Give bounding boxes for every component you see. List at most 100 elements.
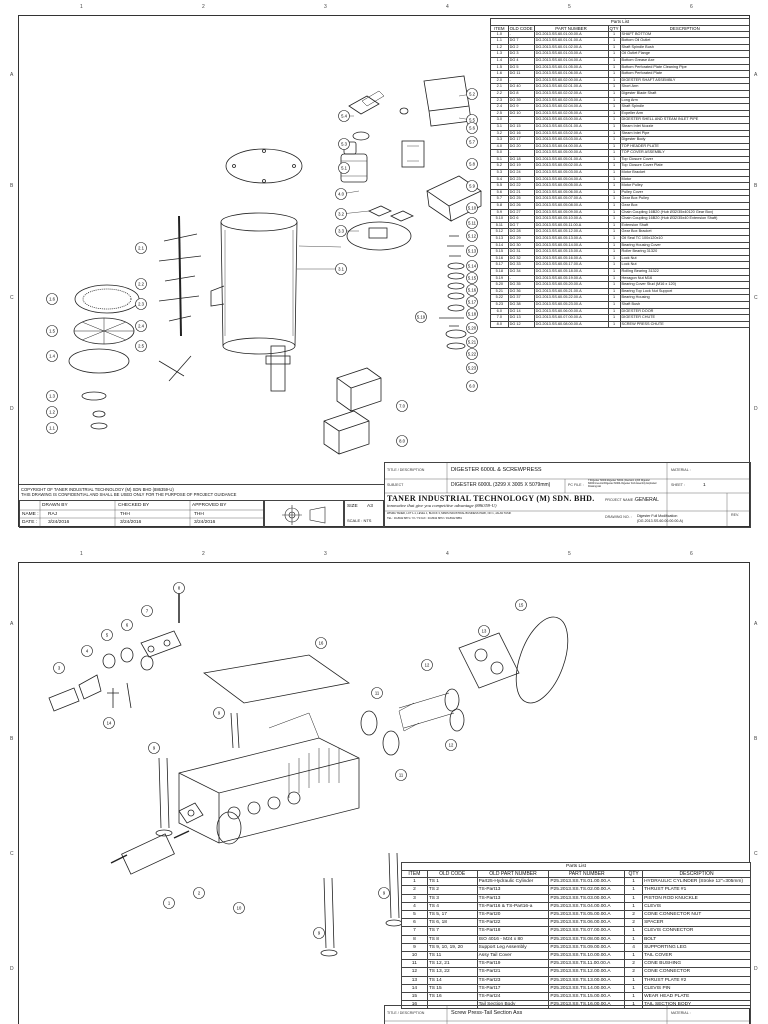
- copyright-block: COPYRIGHT OF TANER INDUSTRIAL TECHNOLOGY…: [19, 484, 384, 528]
- table-cell: DG 14: [507, 307, 535, 316]
- balloon-number: 5: [106, 633, 109, 638]
- table-cell: 1: [607, 300, 621, 309]
- balloon-number: 15: [519, 603, 524, 608]
- table-cell: Bearing Cover Stud (M16 x 120): [619, 281, 751, 289]
- table-cell: PISTON ROD KNUCKLE: [642, 893, 751, 903]
- part-balloon: 11: [395, 769, 407, 781]
- balloon-number: 1: [168, 901, 171, 906]
- table-cell: Pulley Cover: [619, 188, 751, 197]
- table-cell: DG 32: [507, 254, 535, 263]
- table-cell: TS 12, 21: [426, 959, 478, 969]
- table-cell: Top Closure Cover: [619, 155, 751, 164]
- part-balloon: 2: [193, 887, 205, 899]
- balloon-number: 5.8: [469, 162, 475, 167]
- table-cell: 1: [607, 83, 621, 91]
- table-cell: 2.5: [490, 109, 509, 118]
- part-balloon: 5.6: [466, 122, 478, 134]
- part-balloon: 5.13: [466, 245, 478, 257]
- table-cell: P25.2013.SS.TS.01.00.00.A: [548, 877, 626, 887]
- table-cell: 15: [401, 992, 428, 1002]
- subject-label: SUBJECT: [387, 483, 404, 487]
- zone-row-label: A: [10, 620, 14, 627]
- part-balloon: 10: [233, 902, 245, 914]
- balloon-number: 16: [319, 641, 324, 646]
- balloon-number: 1.1: [49, 426, 55, 431]
- part-balloon: 5.21: [466, 336, 478, 348]
- rev-label: REV.: [731, 513, 740, 517]
- balloon-number: 5.14: [468, 264, 477, 269]
- table-cell: DG.2013.SS.60.05.04.00.A: [533, 175, 609, 184]
- balloon-number: 5.22: [468, 352, 477, 357]
- table-cell: 4: [401, 901, 428, 912]
- table-cell: 1: [624, 951, 644, 961]
- part-balloon: 13: [478, 625, 490, 637]
- table-cell: 2.2: [490, 89, 509, 98]
- zone-row-label: D: [10, 406, 14, 413]
- table-cell: DG.2013.SS.60.05.10.00.A: [533, 215, 609, 223]
- table-cell: P25.2013.SS.TS.05.00.00.A: [548, 910, 626, 920]
- table-cell: 5.19: [490, 274, 509, 283]
- balloon-number: 5.4: [341, 114, 347, 119]
- column-header: OLD CODE: [426, 870, 478, 879]
- table-cell: 1: [607, 235, 621, 243]
- table-cell: DG.2013.SS.60.05.11.00.A: [533, 221, 609, 230]
- column-header: QTY: [624, 870, 644, 879]
- balloon-number: 5.21: [468, 340, 477, 345]
- table-cell: P25.2013.SS.TS.15.00.00.A: [548, 992, 626, 1002]
- part-balloon: 11: [371, 687, 383, 699]
- part-balloon: 5.12: [466, 230, 478, 242]
- company-tagline-line: innovative that give you competitive adv…: [387, 503, 496, 508]
- zone-row-label: C: [10, 850, 14, 857]
- table-cell: Extension Shaft: [619, 221, 751, 230]
- table-cell: SUPPORTING LEG: [642, 942, 751, 953]
- table-cell: P25.2013.SS.TS.03.00.00.A: [548, 893, 626, 903]
- balloon-number: 9: [383, 891, 386, 896]
- table-cell: SCREW PRESS CHUTE: [619, 320, 751, 329]
- table-cell: DG.2013.SS.60.01.00.00.A: [533, 30, 609, 39]
- part-balloon: 5.4: [338, 110, 350, 122]
- table-cell: TS 13, 22: [426, 967, 478, 977]
- table-cell: DG 5: [507, 63, 535, 72]
- part-balloon: 5.23: [466, 362, 478, 374]
- balloon-number: 5.13: [468, 249, 477, 254]
- table-cell: DG 21: [507, 188, 535, 197]
- table-cell: 2: [624, 967, 644, 977]
- table-cell: 1: [607, 188, 621, 197]
- table-cell: TS-Part21: [476, 967, 550, 977]
- balloon-number: 7.0: [399, 404, 405, 409]
- part-balloon: 4.0: [335, 188, 347, 200]
- table-cell: DG.2013.SS.60.05.03.00.A: [533, 169, 609, 177]
- table-cell: Roller Bearing 31320: [619, 248, 751, 256]
- table-cell: 1: [607, 261, 621, 269]
- table-cell: DG.2013.SS.60.03.01.00.A: [533, 122, 609, 131]
- part-balloon: 12: [445, 739, 457, 751]
- table-cell: 5.6: [490, 188, 509, 197]
- drawn-by-label: DRAWN BY: [42, 503, 68, 508]
- table-cell: DG.2013.SS.60.05.15.00.A: [533, 248, 609, 256]
- table-cell: 1.4: [490, 56, 509, 65]
- table-cell: DG.2013.SS.60.03.02.00.A: [533, 129, 609, 138]
- table-cell: 1: [624, 901, 644, 912]
- table-cell: 1: [624, 885, 644, 895]
- table-cell: Gear Box Bracket: [619, 228, 751, 236]
- table-cell: DG.2013.SS.60.07.00.00.A: [533, 314, 609, 322]
- table-cell: DG.2013.SS.60.05.13.00.A: [533, 235, 609, 243]
- table-cell: 2: [401, 885, 428, 895]
- table-cell: P25.2013.SS.TS.09.00.00.A: [548, 942, 626, 953]
- exploded-view-digester: 5.25.55.45.35.14.03.23.33.12.12.22.32.42…: [46, 75, 482, 455]
- zone-col-label: 3: [324, 4, 327, 10]
